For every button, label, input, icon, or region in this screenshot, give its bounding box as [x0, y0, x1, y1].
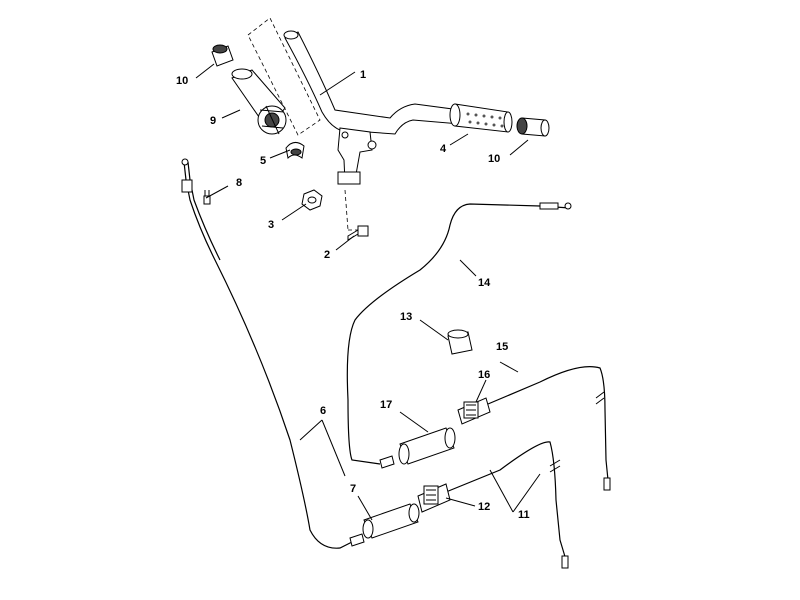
throttle-grip: [231, 68, 287, 135]
screw: [203, 190, 211, 205]
callout-3: 3: [268, 219, 274, 231]
cable-15: [457, 366, 611, 491]
callout-9: 9: [210, 115, 216, 127]
callout-15: 15: [496, 341, 508, 353]
bushing: [447, 329, 473, 355]
throttle-cable: [181, 158, 365, 549]
clamp: [285, 142, 305, 160]
callout-12: 12: [478, 501, 490, 513]
callout-11: 11: [518, 509, 530, 521]
nut: [301, 189, 323, 211]
callout-6: 6: [320, 405, 326, 417]
choke-cable: [346, 202, 572, 469]
callout-13: 13: [400, 311, 412, 323]
callout-8: 8: [236, 177, 242, 189]
sleeve: [398, 427, 456, 465]
cable-11: [417, 441, 569, 569]
callout-4: 4: [440, 143, 447, 155]
callout-14: 14: [478, 277, 491, 289]
adjuster-sleeve: [362, 503, 420, 539]
bar-end-left: [211, 44, 234, 67]
callout-5: 5: [260, 155, 266, 167]
callout-16: 16: [478, 369, 490, 381]
bolt: [347, 225, 369, 241]
right-grip: [449, 103, 513, 133]
handlebar: [283, 30, 461, 185]
callout-1: 1: [360, 69, 366, 81]
callout-10-right: 10: [488, 153, 500, 165]
callout-2: 2: [324, 249, 330, 261]
bar-end-right: [516, 117, 550, 137]
callout-labels: 1 2 3 4 5 6 7 8 9 10 10 11 12 13 14 15 1…: [176, 69, 530, 521]
callout-17: 17: [380, 399, 392, 411]
leader-lines: [195, 63, 541, 521]
callout-7: 7: [350, 483, 356, 495]
callout-10-left: 10: [176, 75, 188, 87]
